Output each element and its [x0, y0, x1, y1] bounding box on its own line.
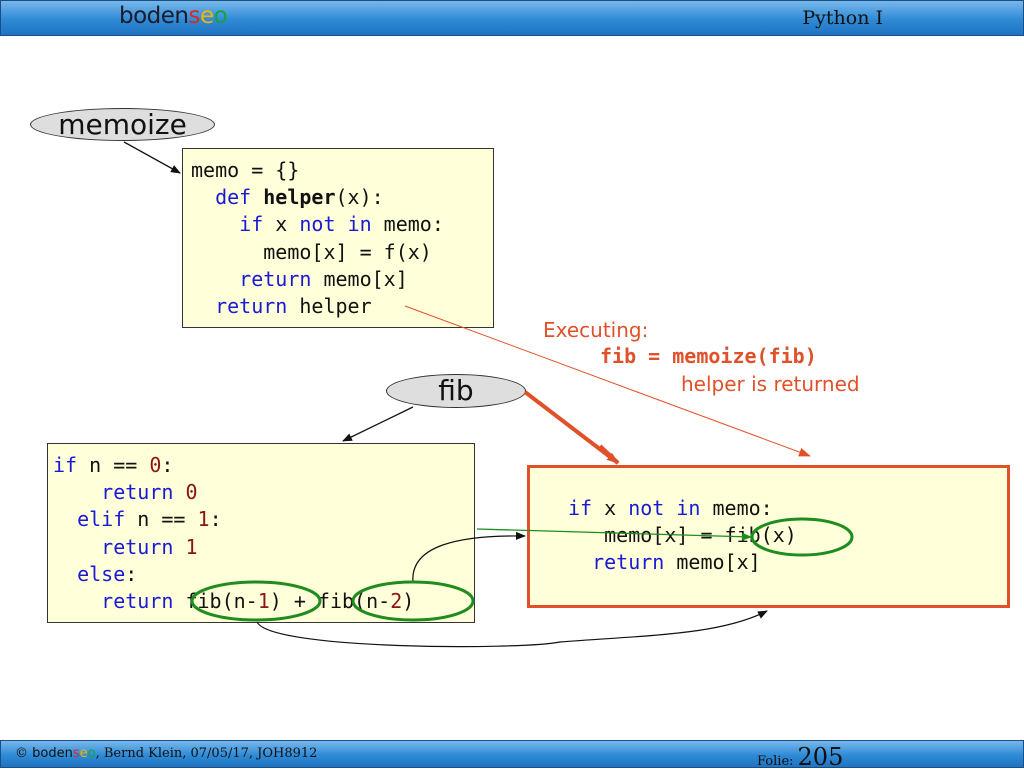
bodenseo-logo: bodenseo — [119, 3, 228, 29]
fib-code-box: if n == 0: return 0 elif n == 1: return … — [47, 443, 475, 623]
code-line: return helper — [215, 293, 372, 318]
code-line: else: — [77, 561, 138, 586]
annotation-helper-returned: helper is returned — [681, 372, 860, 396]
slide-number: Folie:205 — [757, 743, 844, 771]
code-line: memo = {} — [191, 158, 300, 182]
helper-code-box: if x not in memo: memo[x] = fib(x) retur… — [527, 465, 1010, 608]
header-bar: bodenseo Python I — [0, 0, 1024, 36]
code-line: memo[x] = f(x) — [191, 239, 432, 264]
code-line: return memo[x] — [592, 550, 761, 575]
code-line: return 1 — [101, 534, 198, 559]
memoize-arrow — [123, 141, 181, 174]
code-line: return 0 — [101, 480, 198, 505]
fib-label: fib — [386, 374, 526, 408]
code-line: if n == 0: — [53, 453, 174, 477]
course-title: Python I — [802, 7, 883, 29]
fib-arrow — [342, 406, 414, 442]
fib-to-helper-arrow — [523, 390, 620, 465]
code-line: return memo[x] — [239, 266, 408, 291]
code-line: elif n == 1: — [77, 507, 222, 532]
annotation-code: fib = memoize(fib) — [600, 344, 817, 368]
footer-logo: bodenseo — [32, 746, 96, 761]
code-line: if x not in memo: — [568, 496, 773, 520]
code-line: return fib(n-1) + fib(n-2) — [101, 588, 415, 613]
code-line: memo[x] = fib(x) — [568, 523, 797, 548]
memoize-code-box: memo = {} def helper(x): if x not in mem… — [182, 148, 494, 328]
footer-bar: © bodenseo, Bernd Klein, 07/05/17, JOH89… — [0, 740, 1024, 771]
code-line: if x not in memo: — [239, 212, 444, 237]
memoize-label: memoize — [30, 108, 215, 141]
footer-info: © bodenseo, Bernd Klein, 07/05/17, JOH89… — [15, 746, 318, 761]
annotation-executing: Executing: — [543, 318, 649, 342]
code-line: def helper(x): — [215, 185, 384, 210]
